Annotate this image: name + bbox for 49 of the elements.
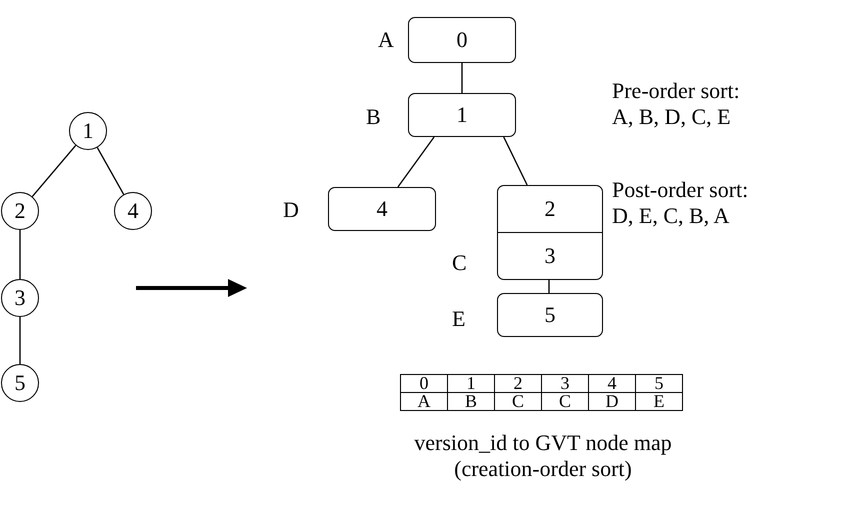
node-number: 4 xyxy=(128,200,138,222)
note-text: Post-order sort: D, E, C, B, A xyxy=(612,177,750,230)
connector-line xyxy=(19,317,21,364)
table-cell: B xyxy=(448,392,494,410)
node-box xyxy=(408,93,516,137)
table-caption: version_id to GVT node map (creation-order sort) xyxy=(413,430,673,483)
table-cell: A xyxy=(400,392,448,410)
tree-node-circle xyxy=(1,364,39,402)
table-cell: E xyxy=(636,392,682,410)
connector-line xyxy=(19,230,21,279)
table-cell: C xyxy=(542,392,588,410)
node-number: 1 xyxy=(456,104,468,126)
tree-node-circle xyxy=(1,192,39,230)
connector-line xyxy=(503,136,528,186)
node-number: 3 xyxy=(14,287,26,309)
connector-line xyxy=(397,136,435,188)
node-number: 5 xyxy=(544,304,556,326)
table-cell: 4 xyxy=(588,374,636,392)
connector-line xyxy=(96,147,124,195)
tree-node-circle xyxy=(69,112,107,150)
tree-node-circle xyxy=(1,279,39,317)
node-letter: A xyxy=(378,27,394,54)
node-box xyxy=(497,293,603,337)
node-number: 2 xyxy=(14,200,26,222)
node-letter: E xyxy=(452,306,466,332)
node-number: 2 xyxy=(544,198,556,220)
connector-line xyxy=(32,145,76,197)
node-number: 5 xyxy=(14,372,26,394)
connector-line xyxy=(548,280,550,293)
node-number: 3 xyxy=(544,245,556,267)
node-letter: C xyxy=(452,250,467,276)
node-number: 4 xyxy=(376,198,388,220)
node-box xyxy=(408,17,516,63)
node-letter: B xyxy=(366,104,381,130)
tree-node-circle xyxy=(114,192,152,230)
note-text: Pre-order sort: A, B, D, C, E xyxy=(612,78,741,131)
node-number: 1 xyxy=(82,120,94,142)
table-cell: 0 xyxy=(400,374,448,392)
table-cell: 5 xyxy=(636,374,682,392)
table-cell: 1 xyxy=(448,374,494,392)
table-cell: 3 xyxy=(542,374,588,392)
node-number: 0 xyxy=(456,29,468,51)
table-cell: 2 xyxy=(494,374,542,392)
connector-line xyxy=(461,63,463,93)
node-box xyxy=(328,187,436,231)
node-box xyxy=(497,185,603,280)
table-cell: C xyxy=(494,392,542,410)
node-letter: D xyxy=(283,197,299,224)
table-cell: D xyxy=(588,392,636,410)
